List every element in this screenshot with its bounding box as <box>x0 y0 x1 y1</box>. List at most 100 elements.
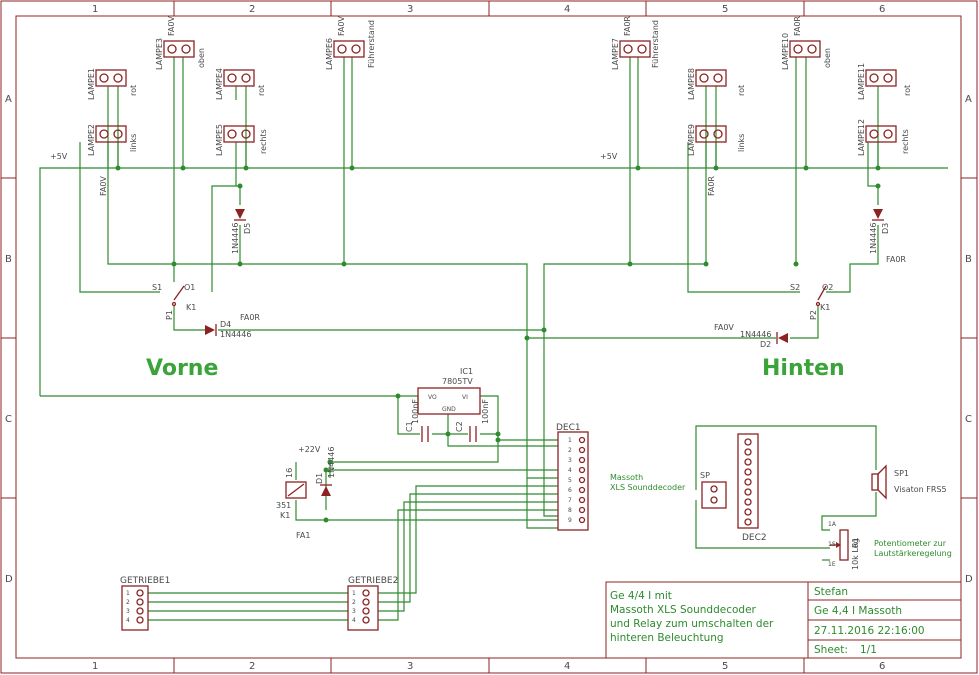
diode-d2: 1N4446 D2 <box>740 330 788 349</box>
relay-p1: P1 <box>165 310 174 320</box>
diode-type: 1N4446 <box>327 447 336 478</box>
cap-value: 100nF <box>411 399 420 424</box>
col-label-5: 5 <box>722 4 728 15</box>
gearbox1-name: GETRIEBE1 <box>120 576 170 586</box>
pot-note-line2: Lautstärkeregelung <box>874 549 952 558</box>
lamp-color: rot <box>129 85 138 96</box>
regulator-ic1: IC1 7805TV VO VI GND <box>417 367 481 415</box>
net-label-plus5v-right: +5V <box>600 152 618 161</box>
net-label-plus5v-left: +5V <box>50 152 68 161</box>
lamp-name: LAMPE7 <box>611 38 620 70</box>
wires <box>39 57 948 621</box>
title-sheet-label: Sheet: <box>814 644 848 656</box>
lamp-lampe2: LAMPE2 links <box>87 124 138 156</box>
relay-o2: O2 <box>822 283 833 292</box>
gearbox2-pin-1: 1 <box>352 590 356 597</box>
lamp-lampe5: LAMPE5 rechts <box>215 124 268 156</box>
lamp-net: FA0V <box>167 16 176 36</box>
decoder-pin-5: 5 <box>568 477 572 484</box>
lamp-net: FA0R <box>623 16 632 36</box>
lamp-lampe10: LAMPE10 FA0R oben <box>781 16 832 70</box>
col-label-4: 4 <box>564 4 570 15</box>
lamp-color: rot <box>737 85 746 96</box>
gearbox2-pin-3: 3 <box>352 608 356 615</box>
gearbox-getriebe1: GETRIEBE1 1 2 3 4 <box>120 576 170 631</box>
relay-s1: S1 <box>152 283 162 292</box>
diode-name: D5 <box>243 223 252 234</box>
relay-contact-front: S1 O1 K1 P1 <box>152 283 196 320</box>
col-label-6: 6 <box>879 4 885 15</box>
speaker-connector: SP <box>700 471 727 509</box>
gearbox1-pin-4: 4 <box>126 617 130 624</box>
diode-type: 1N4446 <box>869 223 878 254</box>
lamp-lampe8: LAMPE8 rot <box>687 68 746 100</box>
relay-p2: P2 <box>809 310 818 320</box>
capacitor-c1: C1 100nF <box>405 399 429 442</box>
lamp-lampe7: LAMPE7 FA0R Führerstand <box>611 16 660 70</box>
row-label-d-right: D <box>965 574 973 585</box>
relay-o1: O1 <box>184 283 195 292</box>
lamp-lampe6: LAMPE6 FA0V Führerstand <box>325 16 376 70</box>
net-label-fa0r-right: FA0R <box>707 176 716 196</box>
lamp-lampe3: LAMPE3 FA0V oben <box>155 16 206 70</box>
gearbox2-name: GETRIEBE2 <box>348 576 398 586</box>
decoder-note-line1: Massoth <box>610 473 643 482</box>
row-label-d: D <box>5 574 13 585</box>
gearbox2-pin-2: 2 <box>352 599 356 606</box>
diode-name: D3 <box>881 223 890 234</box>
lamp-color: links <box>129 134 138 152</box>
row-label-c-right: C <box>965 414 972 425</box>
row-label-a-right: A <box>965 94 972 105</box>
lamp-name: LAMPE11 <box>857 63 866 100</box>
pot-note-line1: Potentiometer zur <box>874 539 947 548</box>
junctions <box>115 165 881 523</box>
relay-name-coil: K1 <box>280 511 290 520</box>
gearbox1-pin-3: 3 <box>126 608 130 615</box>
col-label-6-bottom: 6 <box>879 661 885 672</box>
decoder-name: DEC1 <box>556 423 581 433</box>
relay-name-rear: K1 <box>820 303 830 312</box>
decoder-dec1: DEC1 1 2 3 4 5 6 7 8 9 <box>556 423 589 531</box>
grid-labels: 1 2 3 4 5 6 1 2 3 4 5 6 A B C D A B C D <box>5 4 973 672</box>
col-label-3: 3 <box>407 4 413 15</box>
lamp-net: FA0R <box>793 16 802 36</box>
diode-type: 1N4446 <box>220 330 251 339</box>
diode-d3: D3 1N4446 <box>869 209 890 254</box>
decoder-pin-7: 7 <box>568 497 572 504</box>
gearbox1-pin-2: 2 <box>126 599 130 606</box>
lamp-name: LAMPE6 <box>325 38 334 70</box>
lamp-name: LAMPE12 <box>857 119 866 156</box>
decoder-pin-3: 3 <box>568 457 572 464</box>
lamp-color: rot <box>257 85 266 96</box>
title-block: Ge 4/4 I mit Massoth XLS Sounddecoder un… <box>605 581 962 659</box>
gearbox1-pin-1: 1 <box>126 590 130 597</box>
lamp-color: links <box>737 134 746 152</box>
speaker-type: Visaton FRS5 <box>894 485 947 494</box>
col-label-3-bottom: 3 <box>407 661 413 672</box>
pot-name: R1 <box>851 537 860 548</box>
regulator-gnd: GND <box>442 406 456 413</box>
lamp-name: LAMPE5 <box>215 124 224 156</box>
pot-pin-1e: 1E <box>828 561 836 568</box>
net-label-fa0v-mid: FA0V <box>714 323 734 332</box>
title-name: Ge 4,4 I Massoth <box>814 605 902 617</box>
diode-name: D2 <box>760 340 771 349</box>
lamp-name: LAMPE9 <box>687 124 696 156</box>
col-label-2-bottom: 2 <box>249 661 255 672</box>
cap-value: 100nF <box>481 399 490 424</box>
decoder-pin-8: 8 <box>568 507 572 514</box>
diode-name: D1 <box>315 473 324 484</box>
lamp-lampe4: LAMPE4 rot <box>215 68 266 100</box>
row-label-a: A <box>5 94 12 105</box>
diode-d4: D4 1N4446 <box>205 320 251 339</box>
col-label-4-bottom: 4 <box>564 661 570 672</box>
net-label-fa1: FA1 <box>296 531 310 540</box>
col-label-2: 2 <box>249 4 255 15</box>
speaker-name: SP1 <box>894 469 909 478</box>
title-description-line1: Ge 4/4 I mit <box>610 590 672 602</box>
lamp-net: FA0V <box>337 16 346 36</box>
relay-name-front: K1 <box>186 303 196 312</box>
capacitor-c2: C2 100nF <box>455 399 490 442</box>
lamp-name: LAMPE2 <box>87 124 96 156</box>
